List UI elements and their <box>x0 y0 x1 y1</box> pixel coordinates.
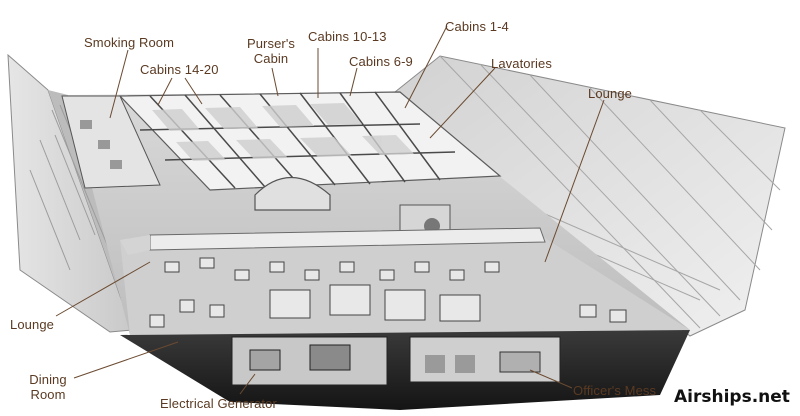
cabin-shading <box>152 103 414 161</box>
cabins-6-9-label: Cabins 6-9 <box>349 54 413 69</box>
smoking-room-area <box>61 95 161 189</box>
dining-room-label-line2: Room <box>30 387 66 402</box>
electrical-generator-label: Electrical Generator <box>160 396 277 411</box>
dining-room-label: Dining Room <box>24 372 72 402</box>
dining-room-label-line1: Dining <box>29 372 67 387</box>
callout-leader-lines <box>55 25 605 395</box>
pursers-cabin-label-line1: Purser's <box>246 36 296 51</box>
lower-deck <box>120 330 690 410</box>
cabins-1-4-label: Cabins 1-4 <box>445 19 509 34</box>
dining-furniture <box>149 257 627 328</box>
cabins-14-20-label: Cabins 14-20 <box>140 62 219 77</box>
lounge-right-label: Lounge <box>588 86 632 101</box>
pursers-cabin-label-line2: Cabin <box>253 51 289 66</box>
officers-mess-label: Officer's Mess <box>573 383 657 398</box>
smoking-room-label: Smoking Room <box>84 35 175 50</box>
pursers-cabin-label: Purser's Cabin <box>243 36 299 66</box>
lounge-left-label: Lounge <box>10 317 54 332</box>
airships-net-watermark: Airships.net <box>674 387 790 407</box>
cabins-10-13-label: Cabins 10-13 <box>308 29 387 44</box>
interior-wall <box>120 227 546 255</box>
lavatories-label: Lavatories <box>491 56 552 71</box>
